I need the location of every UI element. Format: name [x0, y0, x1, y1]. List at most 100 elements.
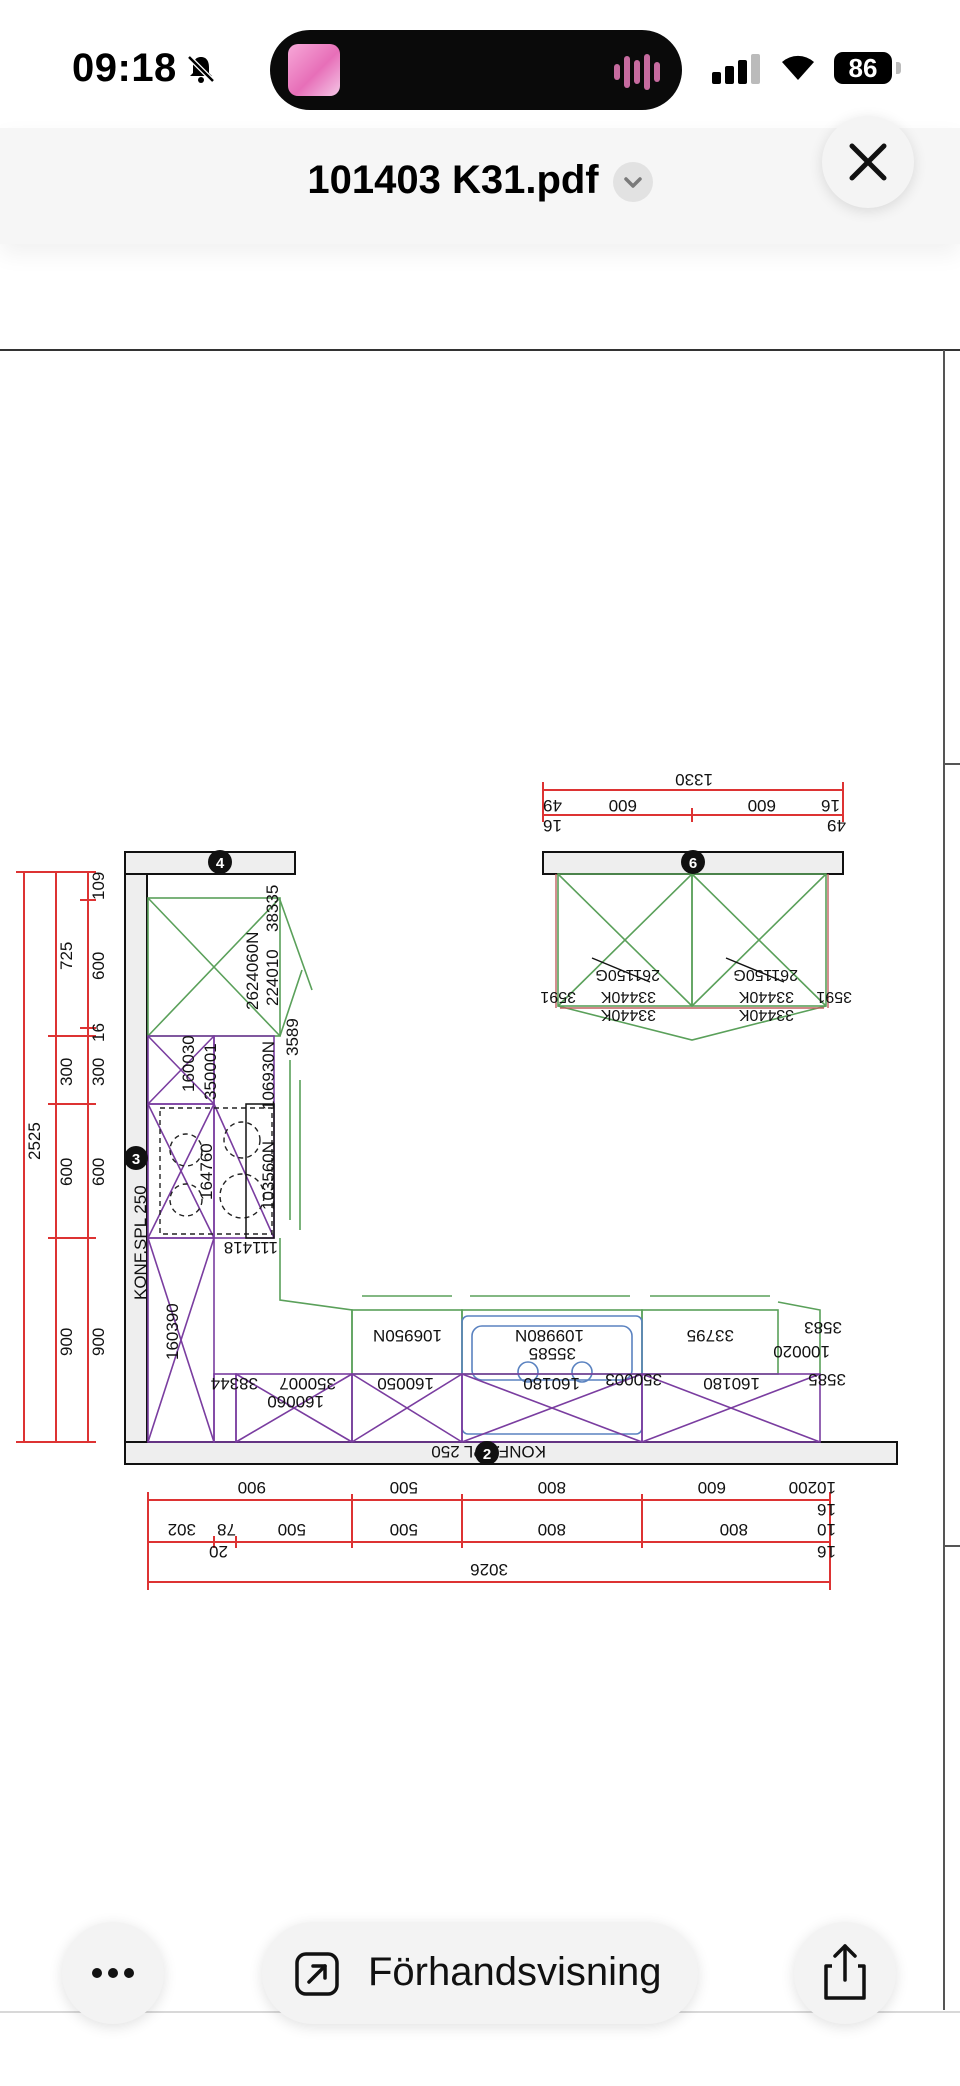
top-dimension-labels: 1330 16 49 600 600 16 49: [543, 770, 846, 835]
handle-lines: [591, 957, 785, 983]
label-3591-b: 3591: [816, 988, 852, 1005]
label-33440K-c: 33440K: [739, 988, 794, 1005]
dim-10200: 10200: [789, 1478, 836, 1497]
upper-cabinet-sides: [555, 874, 829, 1009]
dim-20-bottom: 20: [209, 1542, 228, 1561]
label-160060: 160060: [267, 1392, 324, 1411]
label-350007: 350007: [279, 1374, 336, 1393]
dim-500-row2-a: 500: [278, 1520, 306, 1539]
left-dimension-lines: [16, 871, 96, 1443]
label-350003: 350003: [605, 1370, 662, 1389]
label-106950N: 106950N: [373, 1326, 442, 1345]
dim-2525: 2525: [25, 1122, 44, 1160]
close-icon: [849, 143, 887, 181]
tall-cabinet: [147, 897, 313, 1037]
left-dimension-labels: 2525 725 300 600 900 109 600 16 300 600 …: [25, 872, 108, 1356]
dim-900: 900: [57, 1328, 76, 1356]
hob-frame: [245, 1103, 275, 1239]
open-in-preview-button[interactable]: Förhandsvisning: [262, 1922, 698, 2024]
document-title: 101403 K31.pdf: [307, 158, 599, 202]
dim-109: 109: [89, 872, 108, 900]
label-100020: 100020: [773, 1342, 830, 1361]
dim-725: 725: [57, 942, 76, 970]
document-title-button[interactable]: 101403 K31.pdf: [0, 158, 960, 203]
label-160180-b: 160180: [703, 1374, 760, 1393]
cellular-signal-icon: [712, 54, 760, 84]
label-3585: 3585: [808, 1370, 846, 1389]
status-bar: 09:18 86: [0, 0, 960, 130]
dim-500-bottom: 500: [390, 1478, 418, 1497]
bottom-toolbar: Förhandsvisning: [0, 1900, 960, 2086]
dynamic-island[interactable]: [270, 30, 682, 110]
label-111418: 111418: [224, 1238, 278, 1257]
label-konf-spl-left: KONF.SPL 250: [131, 1185, 150, 1300]
label-33795: 33795: [687, 1326, 734, 1345]
share-button[interactable]: [794, 1922, 896, 2024]
label-160180-a: 160180: [523, 1374, 580, 1393]
share-icon: [824, 1944, 866, 2000]
preview-label: Förhandsvisning: [368, 1950, 662, 1994]
marker-circle: [681, 850, 705, 874]
dim-900-bottom: 900: [238, 1478, 266, 1497]
dim-1330: 1330: [675, 770, 713, 789]
dim-600-top-a: 600: [609, 796, 637, 815]
ellipsis-icon: [92, 1968, 134, 1978]
label-33440K-b: 33440K: [601, 1006, 656, 1023]
battery-level: 86: [848, 53, 878, 83]
battery-indicator: 86: [834, 52, 892, 84]
label-103560N: 103560N: [259, 1141, 278, 1210]
dim-16-top-right: 16: [821, 796, 840, 815]
hob: [159, 1107, 273, 1235]
label-3583: 3583: [804, 1318, 842, 1337]
dim-3026: 3026: [470, 1560, 508, 1579]
bottom-base-cabinets: [213, 1373, 821, 1443]
dim-300: 300: [57, 1058, 76, 1086]
left-cabinet-labels: 2624060N 38335 224010 160030 350001 1069…: [131, 885, 302, 1360]
marker-circle: [208, 850, 232, 874]
top-dimension-lines: [542, 782, 844, 822]
label-33440K-a: 33440K: [601, 988, 656, 1005]
label-164760: 164760: [197, 1143, 216, 1200]
dim-500-row2-b: 500: [390, 1520, 418, 1539]
dim-78: 78: [217, 1520, 236, 1539]
dim-300b: 300: [89, 1058, 108, 1086]
dim-800-bottom: 800: [538, 1478, 566, 1497]
dim-49-top-right: 49: [827, 816, 846, 835]
bell-slash-icon: [187, 55, 215, 83]
label-350001: 350001: [201, 1043, 220, 1100]
marker-4: 4: [216, 855, 225, 872]
marker-3: 3: [132, 1151, 140, 1168]
marker-2: 2: [483, 1446, 491, 1463]
label-38335: 38335: [263, 885, 282, 932]
more-button[interactable]: [62, 1922, 164, 2024]
marker-circle: [475, 1441, 499, 1465]
marker-6: 6: [689, 855, 697, 872]
label-2624060N: 2624060N: [243, 932, 262, 1010]
document-header: 101403 K31.pdf: [0, 116, 960, 244]
label-160030: 160030: [179, 1035, 198, 1092]
bottom-cabinet-labels: 106950N 109980N 35585 33795 3583 100020 …: [211, 1318, 846, 1461]
dim-600b: 600: [89, 952, 108, 980]
label-38344: 38344: [211, 1374, 258, 1393]
wifi-icon: [782, 55, 814, 80]
dim-800-row2-a: 800: [538, 1520, 566, 1539]
dim-16-bottom-b: 16: [817, 1542, 836, 1561]
bottom-dimension-labels: 900 500 800 600 10200 16 302 78 500 500 …: [168, 1478, 836, 1579]
dim-600: 600: [57, 1158, 76, 1186]
bottom-dimension-lines: [147, 1492, 831, 1590]
status-time: 09:18: [72, 46, 177, 90]
label-109980N: 109980N: [515, 1326, 584, 1345]
chevron-down-icon[interactable]: [612, 162, 653, 203]
close-button[interactable]: [822, 116, 914, 208]
dim-800-row2-b: 800: [720, 1520, 748, 1539]
marker-circle: [124, 1146, 148, 1170]
dim-600-bottom: 600: [698, 1478, 726, 1497]
dim-600-top-b: 600: [748, 796, 776, 815]
walls: [124, 851, 898, 1465]
dim-16: 16: [89, 1023, 108, 1042]
arrow-up-right-icon: [295, 1952, 339, 1996]
dim-49-top-left: 49: [543, 796, 562, 815]
audio-waveform-icon: [614, 54, 660, 90]
label-160050: 160050: [377, 1374, 434, 1393]
